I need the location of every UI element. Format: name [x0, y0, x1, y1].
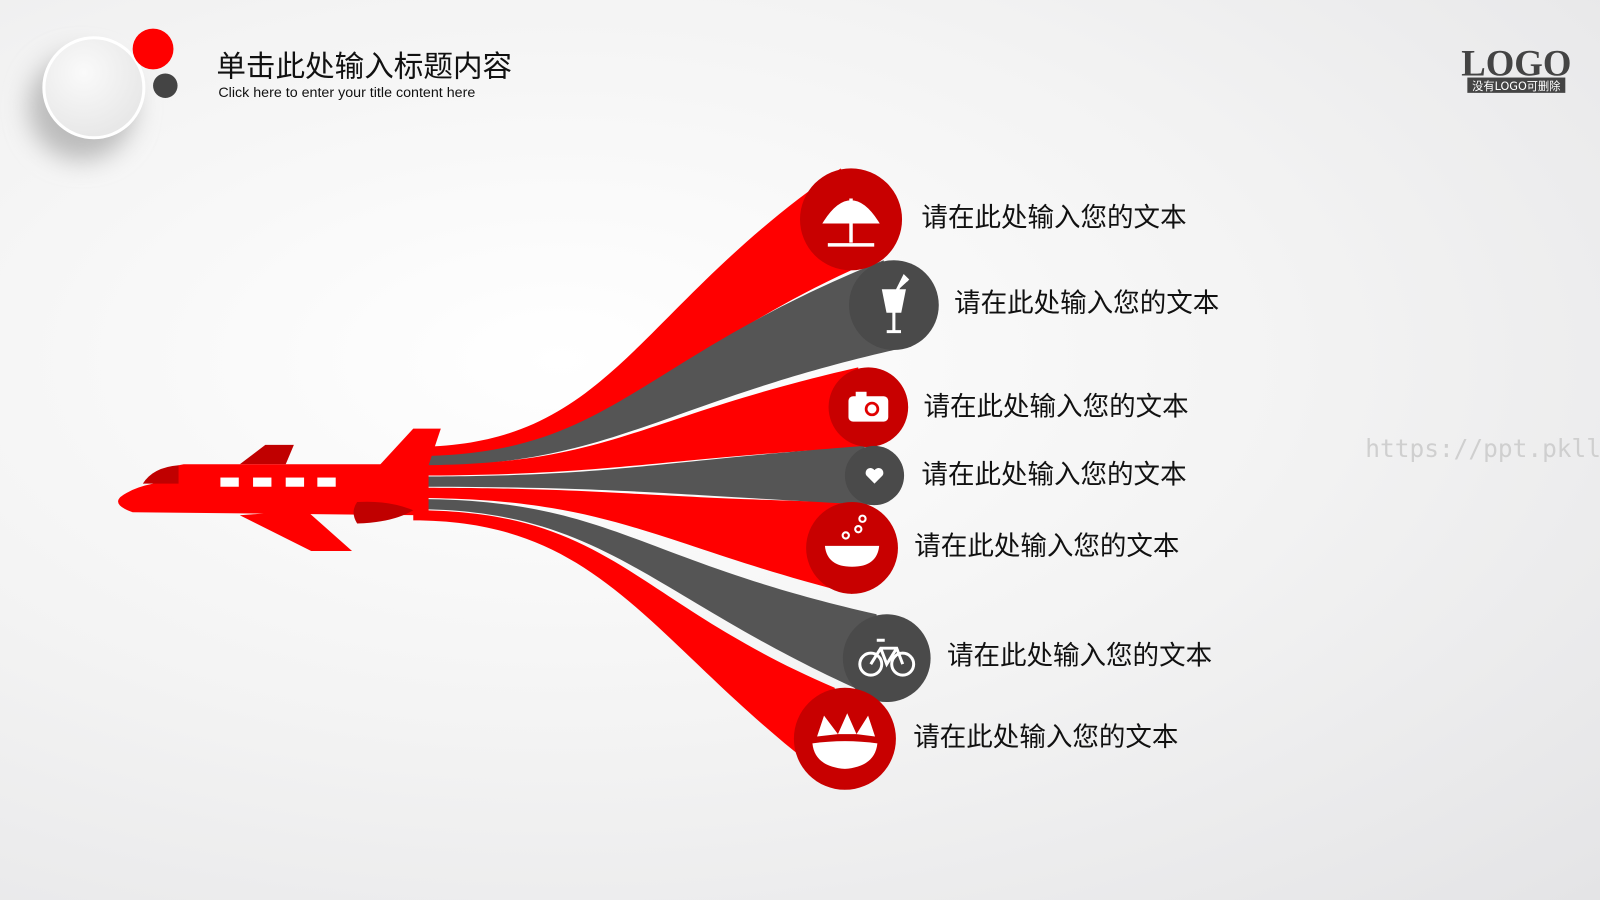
item-label[interactable]: 请在此处输入您的文本 [921, 460, 1186, 491]
item-label[interactable]: 请在此处输入您的文本 [923, 391, 1188, 422]
camera-icon [848, 391, 889, 422]
ribbon [413, 445, 875, 506]
item-label[interactable]: 请在此处输入您的文本 [914, 531, 1179, 562]
list-item: 请在此处输入您的文本 [842, 614, 1212, 703]
item-label[interactable]: 请在此处输入您的文本 [913, 722, 1178, 753]
watermark: https://ppt.pkll.de [1365, 434, 1600, 463]
airplane-graphic [118, 428, 441, 552]
list-item: 请在此处输入您的文本 [793, 687, 1178, 790]
svg-text:LOGO: LOGO [1461, 43, 1571, 84]
ribbon [413, 367, 869, 476]
page-subtitle[interactable]: Click here to enter your title content h… [218, 85, 475, 101]
bicycle-icon [858, 638, 916, 677]
page-title[interactable]: 单击此处输入标题内容 [216, 50, 512, 84]
header-decoration [28, 28, 178, 161]
food-bowl-icon [812, 713, 878, 769]
list-item: 请在此处输入您的文本 [806, 502, 1179, 594]
heart-icon [865, 467, 884, 484]
umbrella-icon [822, 198, 880, 247]
item-label[interactable]: 请在此处输入您的文本 [947, 640, 1212, 671]
bathtub-icon [824, 514, 880, 567]
icon-circle [793, 687, 896, 790]
logo: LOGO 没有LOGO可删除 [1461, 43, 1571, 93]
list-item: 请在此处输入您的文本 [844, 445, 1187, 506]
ribbon [413, 498, 887, 703]
svg-text:没有LOGO可删除: 没有LOGO可删除 [1472, 79, 1560, 93]
icon-circle [842, 614, 931, 703]
list-item: 请在此处输入您的文本 [828, 367, 1189, 447]
list-item: 请在此处输入您的文本 [848, 260, 1219, 350]
item-label[interactable]: 请在此处输入您的文本 [954, 288, 1219, 319]
ribbon [413, 260, 894, 467]
list-item: 请在此处输入您的文本 [800, 168, 1187, 271]
cocktail-icon [881, 273, 910, 334]
ribbon [413, 487, 853, 594]
item-label[interactable]: 请在此处输入您的文本 [921, 203, 1186, 234]
